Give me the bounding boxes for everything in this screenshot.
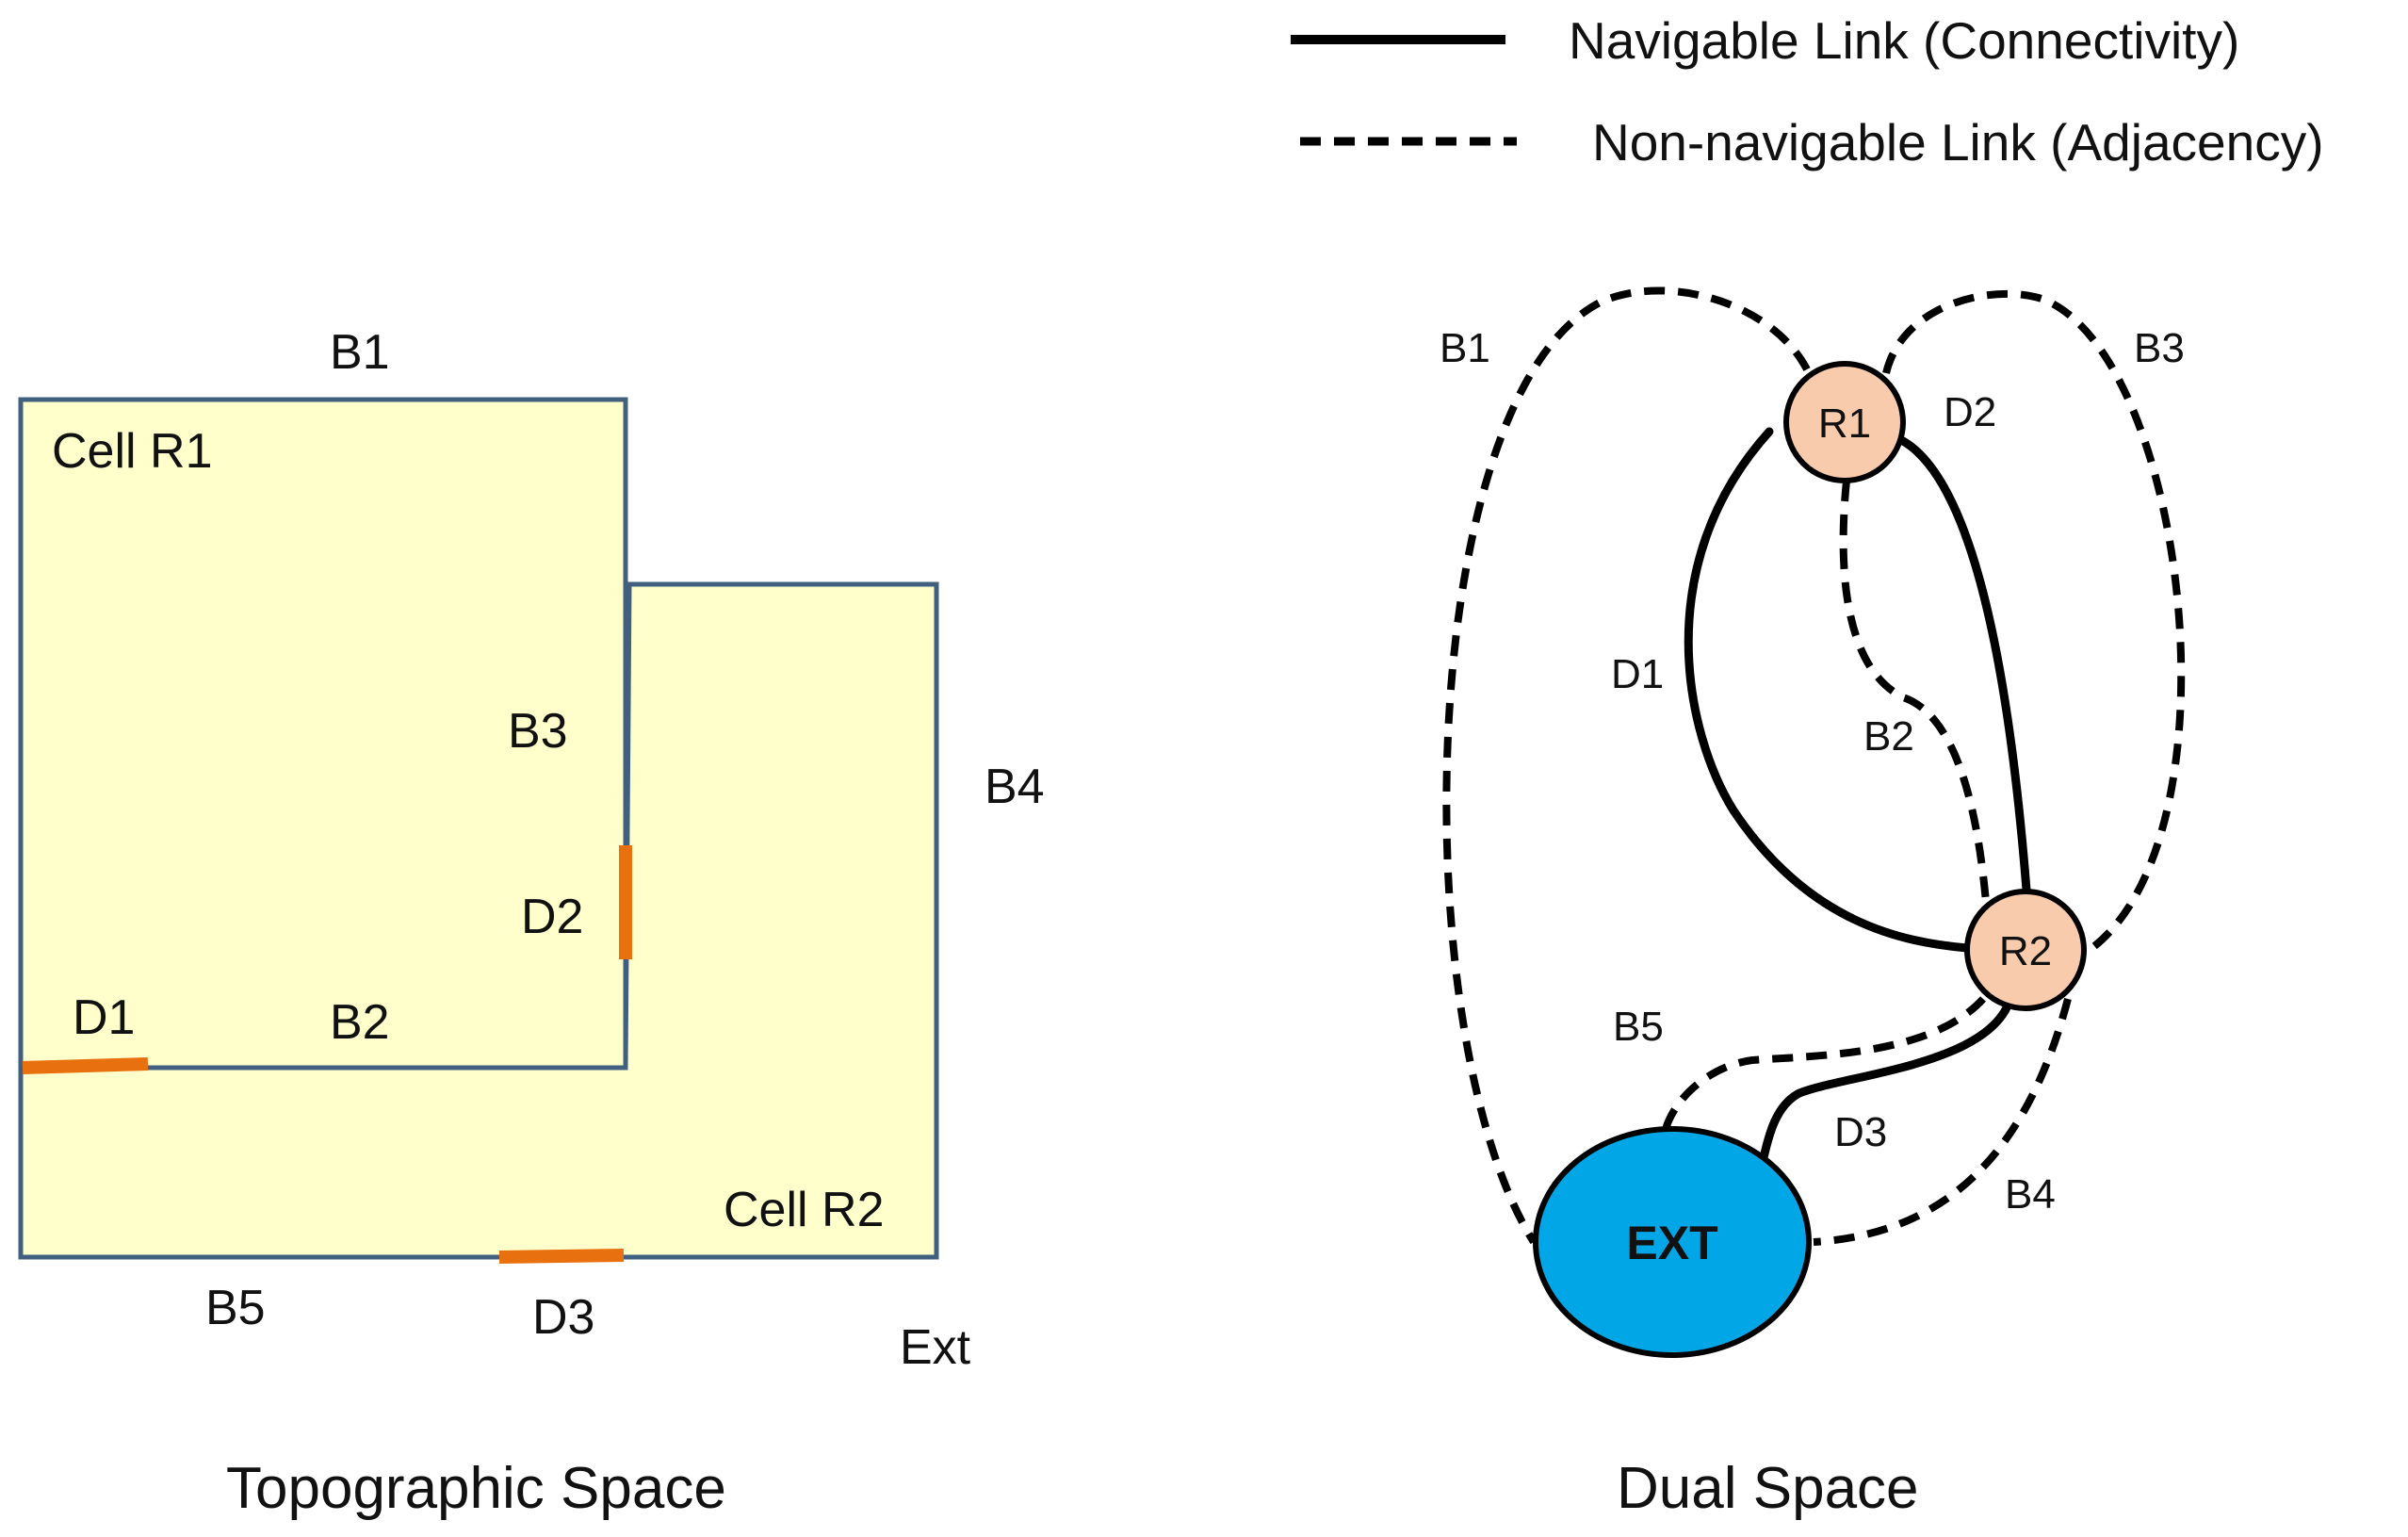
topo-label-d3: D3 <box>532 1290 594 1345</box>
dual-label-d1: D1 <box>1611 651 1664 697</box>
link-b1-adjacency <box>1442 286 1811 1245</box>
cell-r1-shape <box>18 397 628 1071</box>
dual-space: R1 R2 EXT B1 B3 D2 D1 B2 B5 D3 B4 Dual S… <box>1440 286 2186 1521</box>
dual-label-b3: B3 <box>2134 325 2185 371</box>
topo-label-b4: B4 <box>984 760 1045 814</box>
topo-label-cell-r2: Cell R2 <box>724 1183 885 1237</box>
link-d2-connectivity <box>1898 436 2032 907</box>
dual-label-d3: D3 <box>1834 1109 1887 1155</box>
link-d3-connectivity <box>1757 989 2016 1169</box>
link-b5-adjacency <box>1662 996 1986 1131</box>
topo-label-d2: D2 <box>521 890 583 944</box>
dual-label-b1: B1 <box>1440 325 1490 371</box>
link-d1-connectivity <box>1684 427 1972 953</box>
legend-navigable-label: Navigable Link (Connectivity) <box>1569 11 2239 70</box>
dual-label-b4: B4 <box>2005 1171 2056 1218</box>
topo-label-b1: B1 <box>330 325 390 380</box>
door-d3-segment <box>498 1249 625 1264</box>
dual-label-b5: B5 <box>1613 1004 1664 1050</box>
node-ext-label: EXT <box>1626 1217 1717 1269</box>
link-b2-adjacency <box>1839 480 1990 903</box>
link-b3-adjacency <box>1882 289 2186 951</box>
topo-label-ext: Ext <box>900 1320 971 1375</box>
topographic-space-title: Topographic Space <box>226 1456 726 1521</box>
topo-label-b3: B3 <box>508 704 568 759</box>
dual-label-b2: B2 <box>1863 713 1914 760</box>
link-b4-adjacency <box>1813 997 2072 1246</box>
topo-label-cell-r1: Cell R1 <box>52 424 213 479</box>
node-ext <box>1533 1126 1812 1358</box>
topo-label-b2: B2 <box>330 995 390 1050</box>
topo-label-b5: B5 <box>205 1281 266 1335</box>
node-r1-label: R1 <box>1818 401 1871 447</box>
topographic-space: B1 Cell R1 B3 B4 D2 D1 B2 Cell R2 B5 D3 … <box>18 325 1045 1521</box>
dual-space-title: Dual Space <box>1617 1456 1919 1521</box>
legend-non-navigable-label: Non-navigable Link (Adjacency) <box>1592 113 2324 172</box>
node-r2-label: R2 <box>1999 928 2052 974</box>
legend: Navigable Link (Connectivity) Non-naviga… <box>1291 11 2324 172</box>
node-r1 <box>1783 361 1906 483</box>
topo-label-d1: D1 <box>73 990 135 1045</box>
dual-label-d2: D2 <box>1944 389 1996 435</box>
door-d1-segment <box>22 1057 149 1074</box>
node-r2 <box>1964 889 2087 1011</box>
